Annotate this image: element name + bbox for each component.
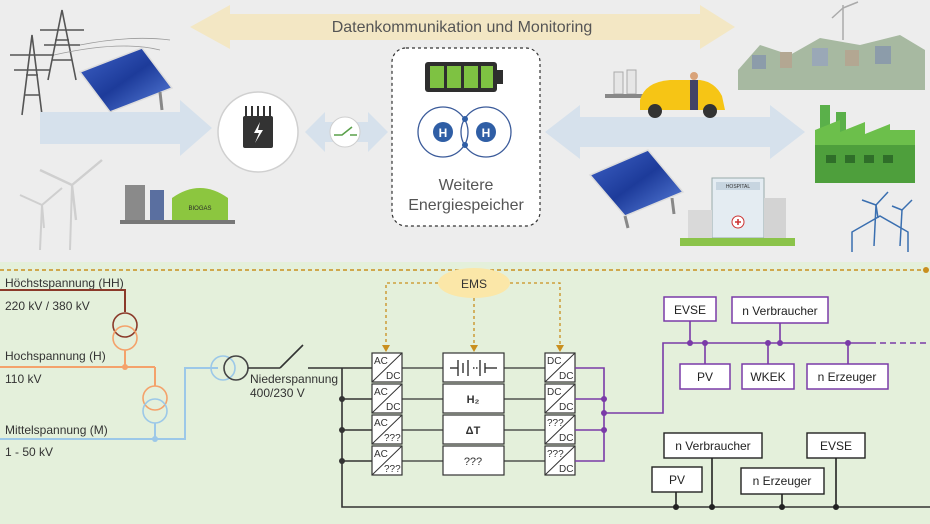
biogas-tag: BIOGAS bbox=[188, 206, 211, 212]
storage-unknown: ??? bbox=[442, 445, 505, 476]
converter-left-4-bottom: ??? bbox=[384, 464, 401, 475]
converter-left-2: AC DC bbox=[371, 383, 403, 414]
flow-arrow-right bbox=[545, 105, 805, 159]
converter-left-4: AC ??? bbox=[371, 445, 403, 476]
right-converter-column: DC DC DC DC ??? DC ??? DC bbox=[544, 352, 576, 476]
dc-node-wkek: WKEK bbox=[741, 363, 795, 390]
converter-right-3: ??? DC bbox=[544, 414, 576, 445]
ac-node-erzeuger: n Erzeuger bbox=[740, 467, 825, 495]
hydrogen-atom-right: H bbox=[482, 126, 491, 140]
storage-battery bbox=[442, 352, 505, 383]
solar-panel-right-icon bbox=[588, 149, 685, 229]
converter-links bbox=[402, 367, 545, 462]
storage-thermal-label: ΔT bbox=[466, 425, 481, 437]
battery-symbol-icon bbox=[450, 360, 497, 376]
dc-node-verbraucher: n Verbraucher bbox=[731, 296, 829, 324]
power-pylon-icon bbox=[10, 9, 171, 116]
converter-left-3-top: AC bbox=[374, 418, 388, 429]
village-icon bbox=[738, 1, 925, 90]
dc-node-evse-label: EVSE bbox=[674, 303, 706, 317]
dc-node-pv: PV bbox=[679, 363, 731, 390]
ac-node-evse-label: EVSE bbox=[820, 439, 852, 453]
hydrogen-molecule-icon: H H bbox=[417, 106, 512, 158]
ems-links bbox=[385, 282, 561, 345]
dc-node-evse: EVSE bbox=[663, 296, 717, 322]
dc-node-erzeuger: n Erzeuger bbox=[806, 363, 889, 390]
wind-turbines-icon bbox=[19, 159, 103, 251]
h-title: Hochspannung (H) bbox=[5, 349, 106, 363]
ac-node-verbraucher-label: n Verbraucher bbox=[675, 439, 750, 453]
converter-left-4-top: AC bbox=[374, 449, 388, 460]
converter-right-3-top: ??? bbox=[547, 418, 564, 429]
converter-left-3-bottom: ??? bbox=[384, 433, 401, 444]
m-title: Mittelspannung (M) bbox=[5, 423, 108, 437]
biogas-plant-icon: BIOGAS bbox=[120, 185, 235, 224]
converter-left-1: AC DC bbox=[371, 352, 403, 383]
switch-link bbox=[305, 112, 388, 152]
battery-icon bbox=[425, 62, 503, 92]
ac-node-verbraucher: n Verbraucher bbox=[663, 432, 763, 459]
ac-node-evse: EVSE bbox=[806, 432, 866, 459]
converter-right-2-top: DC bbox=[547, 387, 561, 398]
storage-thermal: ΔT bbox=[442, 414, 505, 445]
ac-junctions bbox=[673, 504, 839, 510]
hh-line bbox=[0, 289, 126, 312]
converter-right-2: DC DC bbox=[544, 383, 576, 414]
ev-charging-icon bbox=[605, 69, 725, 118]
converter-left-2-top: AC bbox=[374, 387, 388, 398]
storage-box: H H Weitere Energiespeicher bbox=[391, 47, 541, 227]
hydrogen-atom-left: H bbox=[439, 126, 448, 140]
converter-right-1: DC DC bbox=[544, 352, 576, 383]
dc-junctions bbox=[601, 340, 851, 433]
converter-left-1-bottom: DC bbox=[386, 371, 400, 382]
converter-right-1-bottom: DC bbox=[559, 371, 573, 382]
ac-node-pv: PV bbox=[651, 466, 703, 493]
h-value: 110 kV bbox=[5, 372, 41, 386]
hh-title: Höchstspannung (HH) bbox=[5, 276, 124, 290]
storage-label-line2: Energiespeicher bbox=[408, 197, 524, 214]
transformer-station-icon bbox=[217, 91, 299, 173]
dc-node-wkek-label: WKEK bbox=[750, 370, 785, 384]
storage-unknown-label: ??? bbox=[464, 456, 482, 468]
ems-label: EMS bbox=[461, 277, 487, 291]
converter-right-1-top: DC bbox=[547, 356, 561, 367]
converter-left-2-bottom: DC bbox=[386, 402, 400, 413]
banner-text: Datenkommunikation und Monitoring bbox=[332, 19, 593, 36]
ac-node-erzeuger-label: n Erzeuger bbox=[753, 474, 812, 488]
converter-right-4-top: ??? bbox=[547, 449, 564, 460]
converter-right-2-bottom: DC bbox=[559, 402, 573, 413]
converter-right-4-bottom: DC bbox=[559, 464, 573, 475]
factory-icon bbox=[815, 105, 915, 183]
hospital-icon: HOSPITAL bbox=[680, 177, 795, 246]
wind-house-icon bbox=[851, 191, 913, 252]
nd-value: 400/230 V bbox=[250, 386, 305, 400]
left-converter-column: AC DC AC DC AC ??? AC ??? bbox=[371, 352, 403, 476]
dc-node-verbraucher-label: n Verbraucher bbox=[742, 304, 817, 318]
converter-right-4: ??? DC bbox=[544, 445, 576, 476]
storage-hydrogen-label: H₂ bbox=[467, 394, 480, 406]
nd-title: Niederspannung bbox=[250, 372, 338, 386]
converter-left-1-top: AC bbox=[374, 356, 388, 367]
storage-column: H₂ ΔT ??? bbox=[442, 352, 505, 476]
converter-right-3-bottom: DC bbox=[559, 433, 573, 444]
dc-node-erzeuger-label: n Erzeuger bbox=[818, 370, 877, 384]
converter-left-3: AC ??? bbox=[371, 414, 403, 445]
hospital-tag: HOSPITAL bbox=[726, 184, 751, 190]
dc-node-pv-label: PV bbox=[697, 370, 713, 384]
ac-bus bbox=[341, 368, 930, 508]
m-value: 1 - 50 kV bbox=[5, 445, 53, 459]
ac-node-pv-label: PV bbox=[669, 473, 685, 487]
storage-hydrogen: H₂ bbox=[442, 383, 505, 414]
hh-value: 220 kV / 380 kV bbox=[5, 299, 90, 313]
nd-line bbox=[248, 344, 342, 369]
storage-label-line1: Weitere bbox=[439, 177, 494, 194]
ems-controller: EMS bbox=[438, 268, 510, 298]
data-communication-banner: Datenkommunikation und Monitoring bbox=[190, 5, 735, 49]
flow-arrow-left bbox=[40, 100, 212, 156]
